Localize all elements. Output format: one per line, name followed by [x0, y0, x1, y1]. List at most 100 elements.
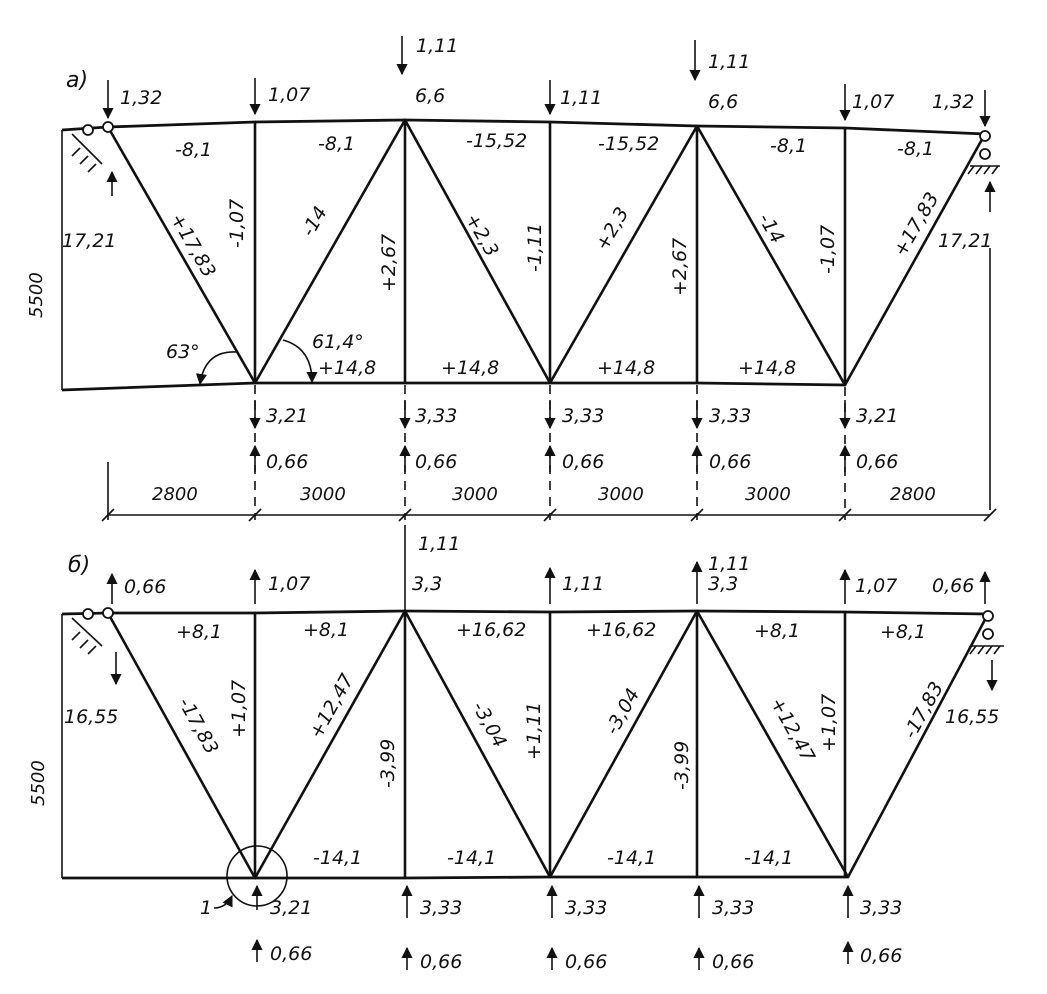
top-load-label: 1,11	[418, 533, 460, 555]
top-chord-force: +8,1	[303, 619, 349, 641]
diagonal-force: -17,83	[174, 694, 223, 758]
top-load-label: 3,3	[412, 573, 442, 595]
top-chord-force: +8,1	[880, 621, 926, 643]
truss-b-top-chord	[61, 609, 989, 616]
truss-b-bottom-chord	[62, 875, 848, 880]
vertical-force: +1,11	[523, 702, 545, 760]
bottom-chord-force: -14,1	[744, 847, 793, 869]
bottom-load-label: 3,33	[860, 897, 902, 919]
top-chord-force: -15,52	[598, 133, 659, 155]
truss-b-right-support	[969, 610, 1004, 655]
diagonal-force: +17,83	[166, 210, 220, 282]
vertical-force: -1,07	[226, 199, 248, 248]
truss-b-diagonal	[846, 612, 990, 879]
bottom-chord-force: -14,1	[313, 847, 362, 869]
diagonal-force: -14	[754, 210, 789, 248]
top-load-label: 0,66	[932, 575, 974, 597]
top-load-label: 1,11	[560, 87, 602, 109]
top-load-label: 1,32	[932, 91, 974, 113]
truss-b-diagonal	[548, 609, 699, 879]
reaction-label: 17,21	[938, 230, 992, 252]
bottom-load-label: 0,66	[562, 451, 604, 473]
node-callout-leader	[213, 894, 233, 909]
top-chord-force: -8,1	[897, 138, 934, 160]
truss-a-diagonal	[253, 118, 407, 385]
dimension-label: 3000	[598, 484, 644, 505]
top-load-label: 1,07	[855, 575, 897, 597]
truss-b-diagonal	[253, 609, 407, 880]
diagonal-force: +12,47	[766, 694, 819, 766]
dimension-label: 2800	[890, 484, 936, 505]
truss-a-diagonal	[403, 118, 552, 385]
top-chord-force: -8,1	[770, 135, 807, 157]
top-chord-force: -8,1	[318, 133, 355, 155]
top-load-label: 1,11	[562, 573, 604, 595]
bottom-load-label: 0,66	[856, 451, 898, 473]
vertical-force: -3,99	[671, 741, 693, 790]
top-chord-force: +8,1	[754, 620, 800, 642]
bottom-load-label: 3,21	[856, 405, 898, 427]
diagonal-force: -3,04	[468, 698, 511, 752]
vertical-force: +1,07	[818, 694, 840, 752]
vertical-force: -1,11	[524, 223, 546, 272]
bottom-load-label: 3,33	[415, 405, 457, 427]
vertical-force: -3,99	[377, 739, 399, 788]
top-load-label: 1,11	[708, 51, 750, 73]
vertical-force: +2,67	[378, 234, 400, 292]
bottom-load-label: 0,66	[415, 451, 457, 473]
truss-a-left-support	[71, 121, 114, 173]
reaction-label: 16,55	[945, 706, 999, 728]
truss-a-right-support	[967, 130, 1000, 175]
bottom-load-label: 3,21	[270, 897, 312, 919]
bottom-load-label: 0,66	[420, 951, 462, 973]
dimension-label: 3000	[300, 484, 346, 505]
bottom-load-label: 3,33	[709, 405, 751, 427]
top-load-label: 6,6	[415, 85, 445, 107]
truss-a-bottom-chord	[61, 381, 846, 392]
diagonal-force: -17,83	[899, 678, 948, 742]
diagonal-force: -14	[297, 203, 332, 241]
dimension-label: 3000	[745, 484, 791, 505]
truss-a-height-label: 5500	[26, 272, 47, 318]
bottom-load-label: 0,66	[565, 951, 607, 973]
vertical-force: +1,07	[228, 680, 250, 738]
truss-b-diagonal	[695, 609, 850, 879]
top-chord-force: +16,62	[456, 619, 526, 641]
truss-b-diagonal	[403, 609, 552, 879]
top-load-label: 1,07	[268, 84, 310, 106]
top-chord-force: -15,52	[466, 130, 527, 152]
bottom-load-label: 0,66	[860, 945, 902, 967]
bottom-load-label: 0,66	[709, 451, 751, 473]
bottom-chord-force: +14,8	[441, 357, 499, 379]
bottom-chord-force: +14,8	[738, 357, 796, 379]
top-load-label: 3,3	[708, 573, 738, 595]
node-callout-label: 1	[200, 897, 212, 919]
top-load-label: 1,32	[120, 87, 162, 109]
bottom-load-label: 3,33	[562, 405, 604, 427]
truss-a-diagonal	[695, 124, 847, 387]
dimension-label: 2800	[152, 484, 198, 505]
truss-a-top-chord	[61, 118, 986, 136]
span-dimensions: 2800 3000 3000 3000 3000 2800	[101, 462, 997, 522]
bottom-load-label: 0,66	[712, 951, 754, 973]
top-chord-force: +8,1	[176, 621, 222, 643]
bottom-load-label: 3,33	[420, 897, 462, 919]
vertical-force: +2,67	[669, 238, 691, 296]
truss-a-diagonal	[843, 132, 987, 387]
truss-b-left-support	[71, 607, 114, 655]
vertical-force: -1,07	[817, 225, 839, 274]
angle-label: 61,4°	[312, 331, 364, 353]
top-chord-force: +16,62	[586, 619, 656, 641]
angle-arc	[282, 339, 318, 384]
top-load-label: 1,11	[416, 35, 458, 57]
diagonal-force: -3,04	[601, 685, 644, 739]
diagram-b-label: б)	[68, 553, 90, 578]
dimension-label: 3000	[452, 484, 498, 505]
bottom-load-label: 3,33	[712, 897, 754, 919]
truss-b-height-label: 5500	[28, 760, 49, 806]
angle-label: 63°	[166, 341, 200, 363]
bottom-chord-force: +14,8	[597, 357, 655, 379]
truss-a-diagonal	[106, 125, 257, 385]
angle-arc	[195, 351, 238, 386]
